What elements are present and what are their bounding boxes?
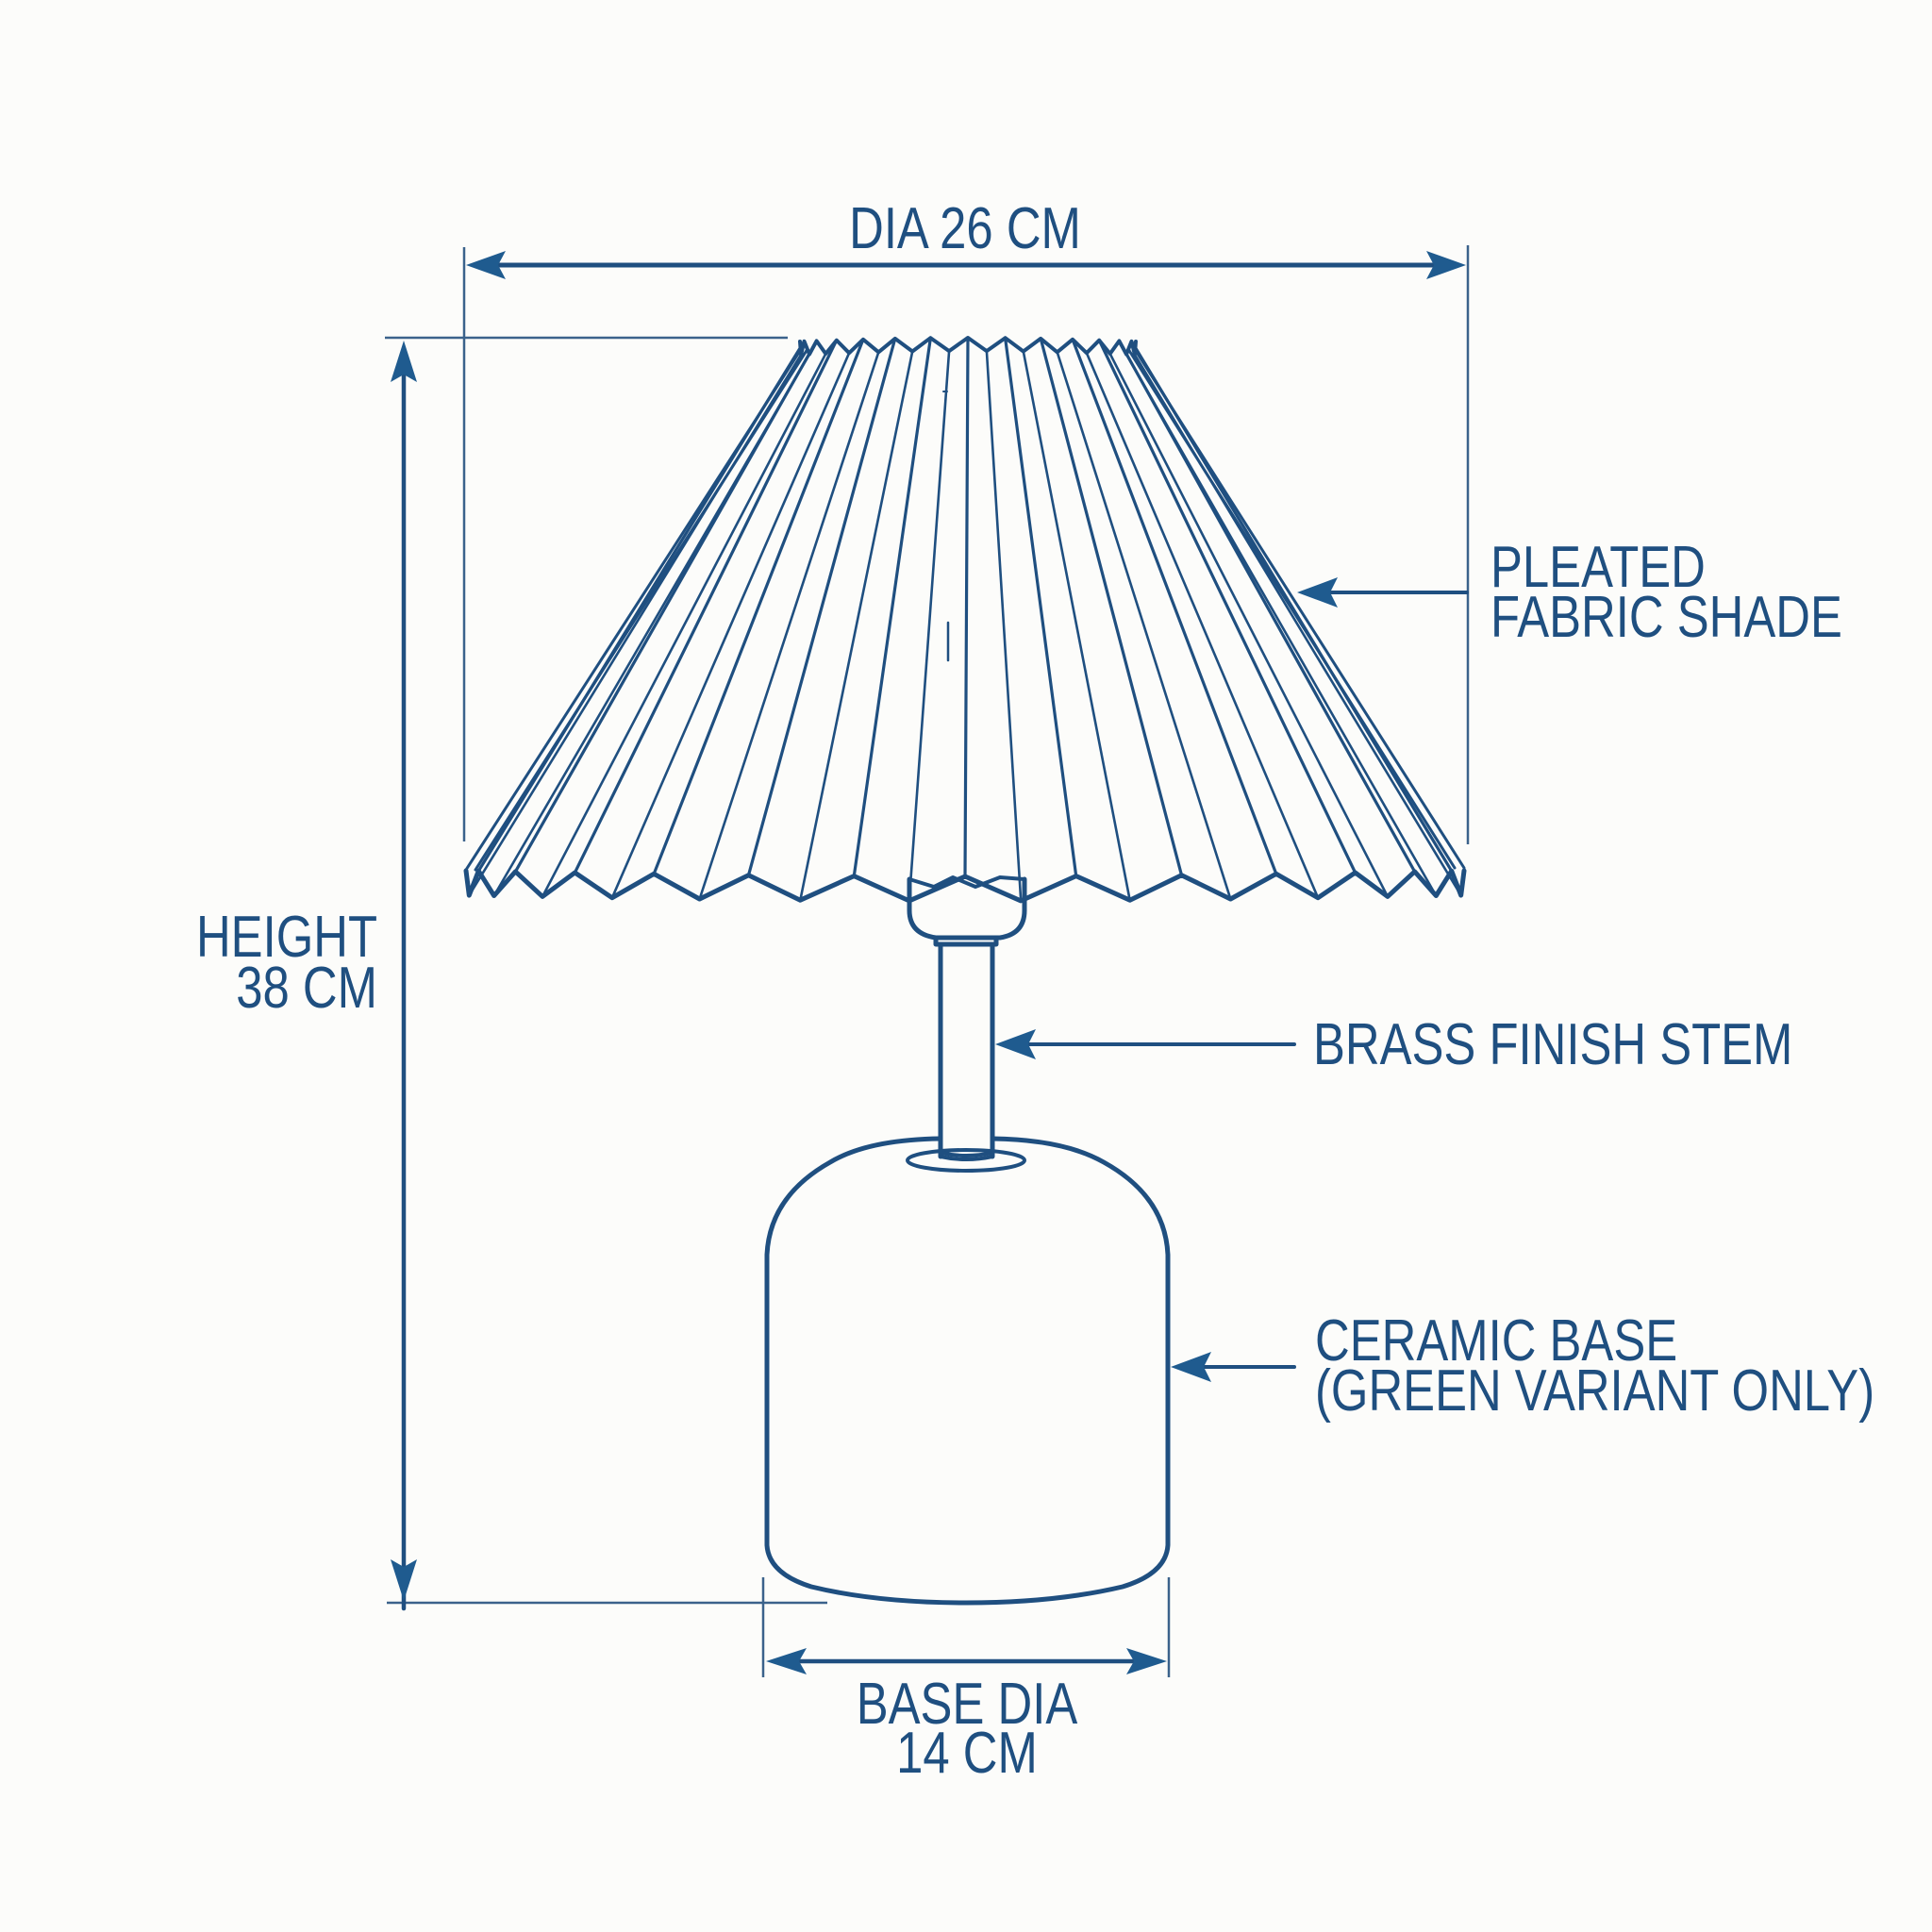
pleated-fabric-shade <box>463 336 1467 904</box>
base-callout-line1: CERAMIC BASE <box>1315 1308 1677 1374</box>
base-callout-line2: (GREEN VARIANT ONLY) <box>1315 1358 1874 1424</box>
pleat-fold-line <box>652 338 865 875</box>
pleat-fold-line <box>852 336 933 878</box>
arrowhead-stem-icon <box>995 1029 1036 1059</box>
height-label-line1: HEIGHT <box>196 905 377 970</box>
pleat-fold-line <box>1039 337 1184 877</box>
stem-bottom <box>939 1155 994 1161</box>
shade-pleats <box>467 336 1462 903</box>
pleat-fold-line <box>1022 350 1131 902</box>
pleat-fold-line <box>985 349 1023 903</box>
pleat-fold-line <box>1056 350 1232 901</box>
collar-body <box>907 876 1027 941</box>
brass-stem <box>938 941 995 1161</box>
shade-diameter-dimension: DIA 26 CM <box>462 196 1470 844</box>
pleat-fold-line <box>610 351 851 900</box>
collar-ring <box>933 935 999 947</box>
arrowhead-up-icon <box>391 341 417 382</box>
arrowhead-left-icon <box>466 251 506 279</box>
pleat-fold-line <box>963 336 970 878</box>
socket-collar <box>907 875 1027 947</box>
arrowhead-base-icon <box>1171 1352 1211 1382</box>
pleat-fold-line <box>1085 351 1320 900</box>
height-dimension: HEIGHT 38 CM <box>196 336 827 1611</box>
stem-callout: BRASS FINISH STEM <box>995 1012 1792 1077</box>
base-diameter-label-line2: 14 CM <box>896 1721 1038 1786</box>
shade-right-edge <box>1134 349 1466 870</box>
shade-right-edge-inner <box>1126 347 1457 870</box>
stem-callout-line1: BRASS FINISH STEM <box>1313 1012 1792 1077</box>
shade-left-edge <box>464 349 802 872</box>
pleat-fold-line <box>798 350 914 902</box>
pleat-fold-line <box>746 337 897 877</box>
pleat-fold-line <box>513 339 819 874</box>
ceramic-base <box>764 1136 1171 1606</box>
shade-callout-line2: FABRIC SHADE <box>1491 585 1842 650</box>
arrowhead-right-icon <box>1426 251 1466 279</box>
pleat-fold-line <box>1124 353 1438 897</box>
shade-top-rim <box>798 336 1138 357</box>
pleat-fold-line <box>1003 336 1078 878</box>
pleat-fold-line <box>1071 338 1278 875</box>
pleat-fold-line <box>573 339 839 874</box>
shade-diameter-label: DIA 26 CM <box>849 196 1081 261</box>
pleat-fold-line <box>541 352 827 898</box>
base-diameter-dimension: BASE DIA 14 CM <box>761 1577 1171 1786</box>
base-outline <box>764 1136 1171 1606</box>
pleat-fold-line <box>698 350 880 901</box>
collar-top-pleats <box>908 875 1026 889</box>
arrowhead-shade-icon <box>1297 577 1338 608</box>
arrowhead-base-right-icon <box>1126 1648 1167 1674</box>
shade-left-edge-inner <box>474 347 809 872</box>
pleat-fold-line <box>1108 352 1390 898</box>
washer-stem-join <box>939 1151 994 1158</box>
shade-callout-line1: PLEATED <box>1491 535 1706 600</box>
height-label-line2: 38 CM <box>236 956 377 1021</box>
arrowhead-base-left-icon <box>766 1648 807 1674</box>
base-washer <box>906 1148 1026 1173</box>
pleat-fold-line <box>908 349 951 903</box>
base-callout: CERAMIC BASE (GREEN VARIANT ONLY) <box>1171 1308 1874 1424</box>
shade-bottom-rim <box>463 868 1467 904</box>
arrowhead-down-icon <box>391 1559 417 1601</box>
pleat-fold-line <box>1097 339 1357 874</box>
shade-callout: PLEATED FABRIC SHADE <box>1297 535 1842 650</box>
base-diameter-label-line1: BASE DIA <box>857 1672 1078 1737</box>
